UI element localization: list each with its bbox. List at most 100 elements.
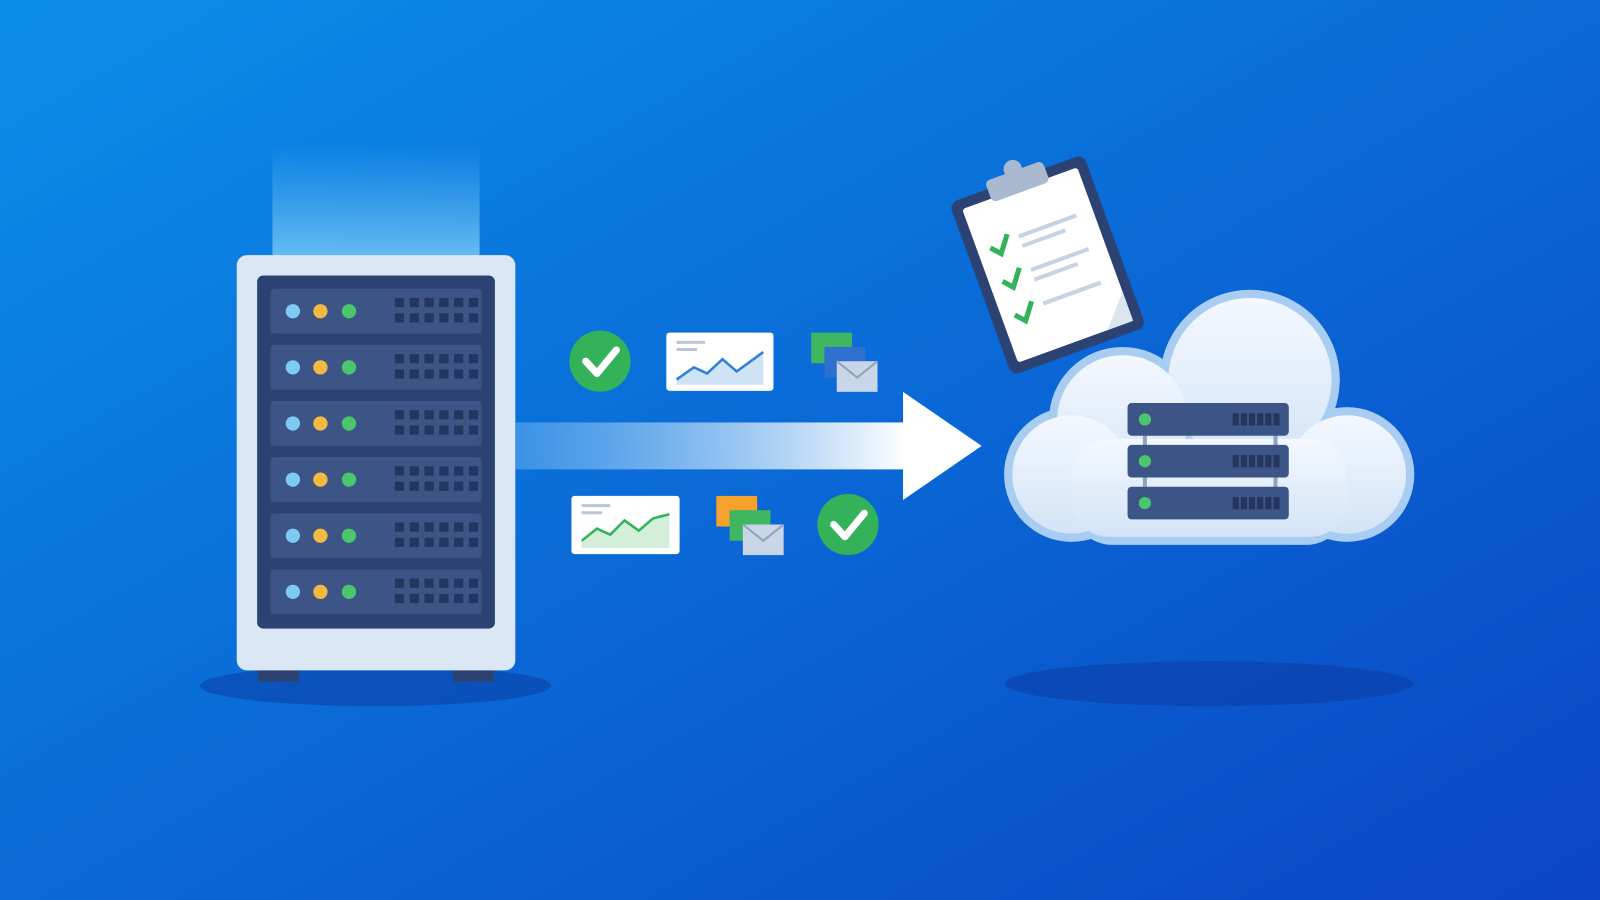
vent-slot (468, 369, 479, 379)
vent-slot (409, 522, 419, 532)
vent-slot (394, 593, 405, 604)
vent-slot (454, 481, 464, 491)
status-led-icon (1138, 413, 1152, 426)
vent-slot (394, 522, 405, 532)
vent-slot (394, 410, 405, 420)
status-led-icon (313, 416, 328, 431)
vent-slot (468, 466, 479, 476)
vent-slot (409, 425, 419, 435)
cloud-shadow (1005, 661, 1414, 707)
vent-slot (468, 425, 479, 435)
status-led-icon (285, 416, 300, 431)
cloud-server-panel (1127, 486, 1289, 520)
vent-slot (439, 354, 449, 364)
files-email-icon (811, 332, 879, 392)
vent-slot (439, 578, 449, 588)
vent-slot (454, 578, 464, 588)
vent-slot (1240, 455, 1247, 468)
cloud-server-unit (1127, 403, 1289, 436)
rack-unit-panel (270, 569, 482, 615)
vent-slot (1248, 413, 1256, 426)
vent-slot (394, 537, 405, 547)
vent-slot (394, 354, 405, 364)
vent-slot (1240, 413, 1247, 426)
status-led-icon (313, 528, 328, 543)
vent-slot (1257, 413, 1264, 426)
vent-slot (439, 537, 449, 547)
vent-slot (468, 522, 479, 532)
vent-slot (424, 466, 434, 476)
vent-slot (439, 425, 449, 435)
vent-slot (409, 578, 419, 588)
vent-slot (454, 297, 464, 308)
status-led-icon (313, 472, 328, 487)
vent-slot (409, 466, 419, 476)
vent-slot (394, 466, 405, 476)
vent-slot (424, 354, 434, 364)
vent-slot (1240, 496, 1247, 510)
vent-slot (454, 354, 464, 364)
rack-unit-panel (270, 457, 482, 503)
rack-unit-panel (270, 288, 482, 334)
files-email-icon (716, 495, 785, 556)
vent-slot (394, 369, 405, 379)
vent-slot (1257, 455, 1264, 468)
vent-slot (1232, 413, 1239, 426)
vent-slot (424, 537, 434, 547)
vent-slot (394, 481, 405, 491)
status-led-icon (341, 472, 357, 487)
vent-slot (468, 481, 479, 491)
vent-slot (424, 410, 434, 420)
vent-slot (439, 369, 449, 379)
cloud-server-icon (1004, 289, 1415, 545)
status-led-icon (1138, 496, 1152, 510)
vent-slot (424, 481, 434, 491)
vent-slot (424, 425, 434, 435)
vent-slot (1265, 413, 1272, 426)
checklist-clipboard-icon (951, 156, 1144, 374)
status-led-icon (341, 528, 357, 543)
vent-slot (424, 369, 434, 379)
rack-unit (270, 344, 482, 390)
status-led-icon (313, 360, 328, 375)
vent-slot (454, 466, 464, 476)
rack-unit (270, 513, 482, 559)
vent-slot (468, 297, 479, 308)
vent-slot (468, 593, 479, 604)
status-led-icon (285, 584, 300, 599)
status-led-icon (1138, 455, 1152, 468)
rack-unit (270, 569, 482, 615)
vent-slot (409, 410, 419, 420)
chart-card-icon (666, 332, 774, 391)
vent-slot (394, 313, 405, 323)
vent-slot (439, 522, 449, 532)
vent-slot (409, 481, 419, 491)
vent-slot (424, 593, 434, 604)
status-led-icon (285, 304, 300, 319)
vent-slot (409, 297, 419, 308)
status-led-icon (341, 584, 357, 599)
check-circle-icon (569, 330, 631, 392)
rack-unit-panel (270, 513, 482, 559)
vent-slot (424, 522, 434, 532)
vent-slot (468, 313, 479, 323)
vent-slot (454, 425, 464, 435)
vent-slot (394, 425, 405, 435)
vent-slot (439, 593, 449, 604)
vent-slot (1265, 455, 1272, 468)
rack-glow (272, 142, 480, 261)
vent-slot (1232, 455, 1239, 468)
vent-slot (1265, 496, 1272, 510)
vent-slot (409, 354, 419, 364)
rack-unit-panel (270, 401, 482, 446)
vent-slot (439, 410, 449, 420)
vent-slot (1232, 496, 1239, 510)
vent-slot (409, 537, 419, 547)
vent-slot (1273, 455, 1280, 468)
vent-slot (409, 313, 419, 323)
status-led-icon (341, 304, 357, 319)
migration-arrow-icon (515, 391, 982, 500)
vent-slot (468, 578, 479, 588)
vent-slot (454, 410, 464, 420)
status-led-icon (341, 416, 357, 431)
